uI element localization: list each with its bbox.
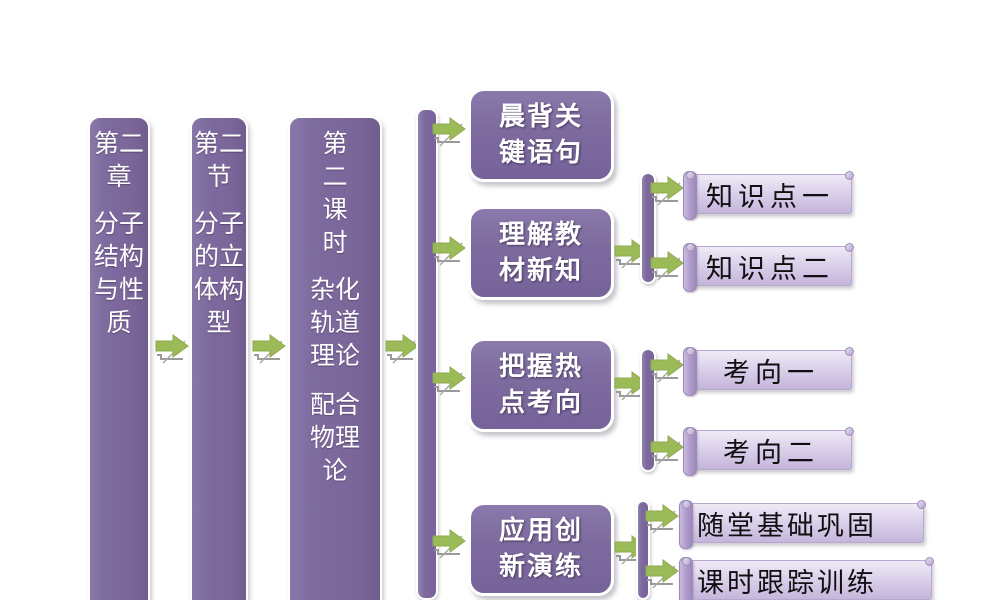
knowledge-point-2-label: 知识点二 — [706, 253, 834, 284]
right-arrow-icon — [385, 333, 421, 364]
right-arrow-icon — [432, 116, 468, 147]
stage-3-line-2: 点考向 — [498, 387, 583, 417]
stage-box-exam-focus[interactable]: 把握热 点考向 — [468, 338, 614, 432]
vertical-connector-bar-main — [416, 108, 438, 600]
right-arrow-icon — [432, 235, 468, 266]
scroll-knob-icon — [925, 557, 934, 566]
stage-2-line-2: 材新知 — [498, 255, 583, 285]
section-column[interactable]: 第二节 分子的立体构型 — [190, 116, 248, 600]
stage-1-line-1: 晨背关 — [498, 101, 583, 132]
right-arrow-icon — [155, 333, 191, 364]
stage-4-line-2: 新演练 — [498, 551, 583, 581]
right-arrow-icon — [650, 434, 686, 465]
scroll-knob-icon — [845, 171, 854, 180]
right-arrow-icon — [650, 250, 686, 281]
scroll-knob-icon — [917, 500, 926, 509]
knowledge-point-1-label: 知识点一 — [706, 181, 834, 212]
practice-followup-label: 课时跟踪训练 — [697, 567, 877, 598]
lesson-topic-one: 杂化轨道理论 — [309, 277, 360, 370]
right-arrow-icon — [650, 175, 686, 206]
scroll-knob-icon — [686, 171, 695, 180]
knowledge-point-1-box[interactable]: 知识点一 — [683, 171, 854, 220]
stage-box-applied-practice[interactable]: 应用创 新演练 — [468, 502, 614, 596]
right-arrow-icon — [650, 352, 686, 383]
exam-direction-1-box[interactable]: 考向一 — [683, 347, 854, 396]
knowledge-point-2-box[interactable]: 知识点二 — [683, 243, 854, 292]
exam-direction-1-label: 考向一 — [723, 357, 819, 388]
chapter-body: 分子结构与性质 — [93, 211, 144, 337]
right-arrow-icon — [432, 528, 468, 559]
section-body: 分子的立体构型 — [194, 211, 245, 337]
stage-2-line-1: 理解教 — [498, 219, 583, 250]
lesson-heading: 第二课时 — [322, 131, 348, 257]
practice-basic-label: 随堂基础巩固 — [697, 510, 877, 541]
scroll-knob-icon — [845, 347, 854, 356]
right-arrow-icon — [645, 558, 681, 589]
scroll-knob-icon — [686, 347, 695, 356]
stage-4-line-1: 应用创 — [498, 515, 583, 546]
lesson-topic-two: 配合物理论 — [309, 392, 360, 485]
stage-3-line-1: 把握热 — [498, 351, 583, 382]
scroll-knob-icon — [682, 557, 691, 566]
vertical-connector-bar-exam — [640, 348, 656, 472]
scroll-knob-icon — [682, 500, 691, 509]
right-arrow-icon — [645, 503, 681, 534]
right-arrow-icon — [252, 333, 288, 364]
practice-followup-box[interactable]: 课时跟踪训练 — [679, 557, 934, 600]
scroll-knob-icon — [845, 427, 854, 436]
chapter-column[interactable]: 第二章 分子结构与性质 — [88, 116, 150, 600]
stage-box-understand-material[interactable]: 理解教 材新知 — [468, 206, 614, 300]
scroll-knob-icon — [845, 243, 854, 252]
exam-direction-2-label: 考向二 — [723, 437, 819, 468]
stage-box-morning-review[interactable]: 晨背关 键语句 — [468, 88, 614, 182]
vertical-connector-bar-knowledge — [640, 172, 656, 284]
stage-1-line-2: 键语句 — [498, 137, 583, 167]
scroll-knob-icon — [686, 243, 695, 252]
right-arrow-icon — [432, 365, 468, 396]
section-heading: 第二节 — [194, 131, 245, 191]
chapter-heading: 第二章 — [93, 131, 144, 191]
practice-basic-box[interactable]: 随堂基础巩固 — [679, 500, 926, 549]
scroll-knob-icon — [686, 427, 695, 436]
lesson-column[interactable]: 第二课时 杂化轨道理论 配合物理论 — [288, 116, 382, 600]
exam-direction-2-box[interactable]: 考向二 — [683, 427, 854, 476]
